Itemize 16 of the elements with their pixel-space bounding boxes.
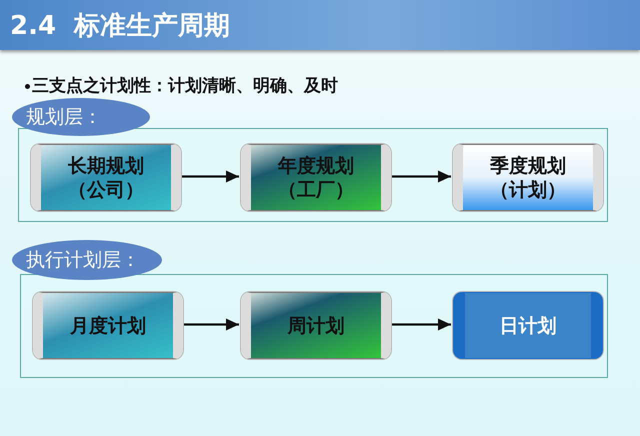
process-box: 季度规划（计划） bbox=[453, 144, 603, 211]
layer-panel bbox=[18, 128, 608, 222]
process-box: 日计划 bbox=[453, 292, 603, 359]
process-box: 周计划 bbox=[241, 292, 391, 359]
arrow bbox=[392, 318, 451, 330]
process-box: 月度计划 bbox=[33, 292, 183, 359]
process-box: 年度规划（工厂） bbox=[241, 144, 391, 211]
arrow bbox=[392, 170, 451, 182]
bullet-text: 三支点之计划性：计划清晰、明确、及时 bbox=[32, 75, 338, 97]
layer-tag: 规划层： bbox=[12, 98, 150, 136]
layer-tag: 执行计划层： bbox=[12, 240, 162, 280]
layer-panel bbox=[20, 274, 608, 378]
title: 2.4 标准生产周期 bbox=[10, 10, 230, 43]
process-box: 长期规划（公司） bbox=[31, 144, 181, 211]
arrow bbox=[182, 170, 239, 182]
arrow bbox=[184, 318, 239, 330]
